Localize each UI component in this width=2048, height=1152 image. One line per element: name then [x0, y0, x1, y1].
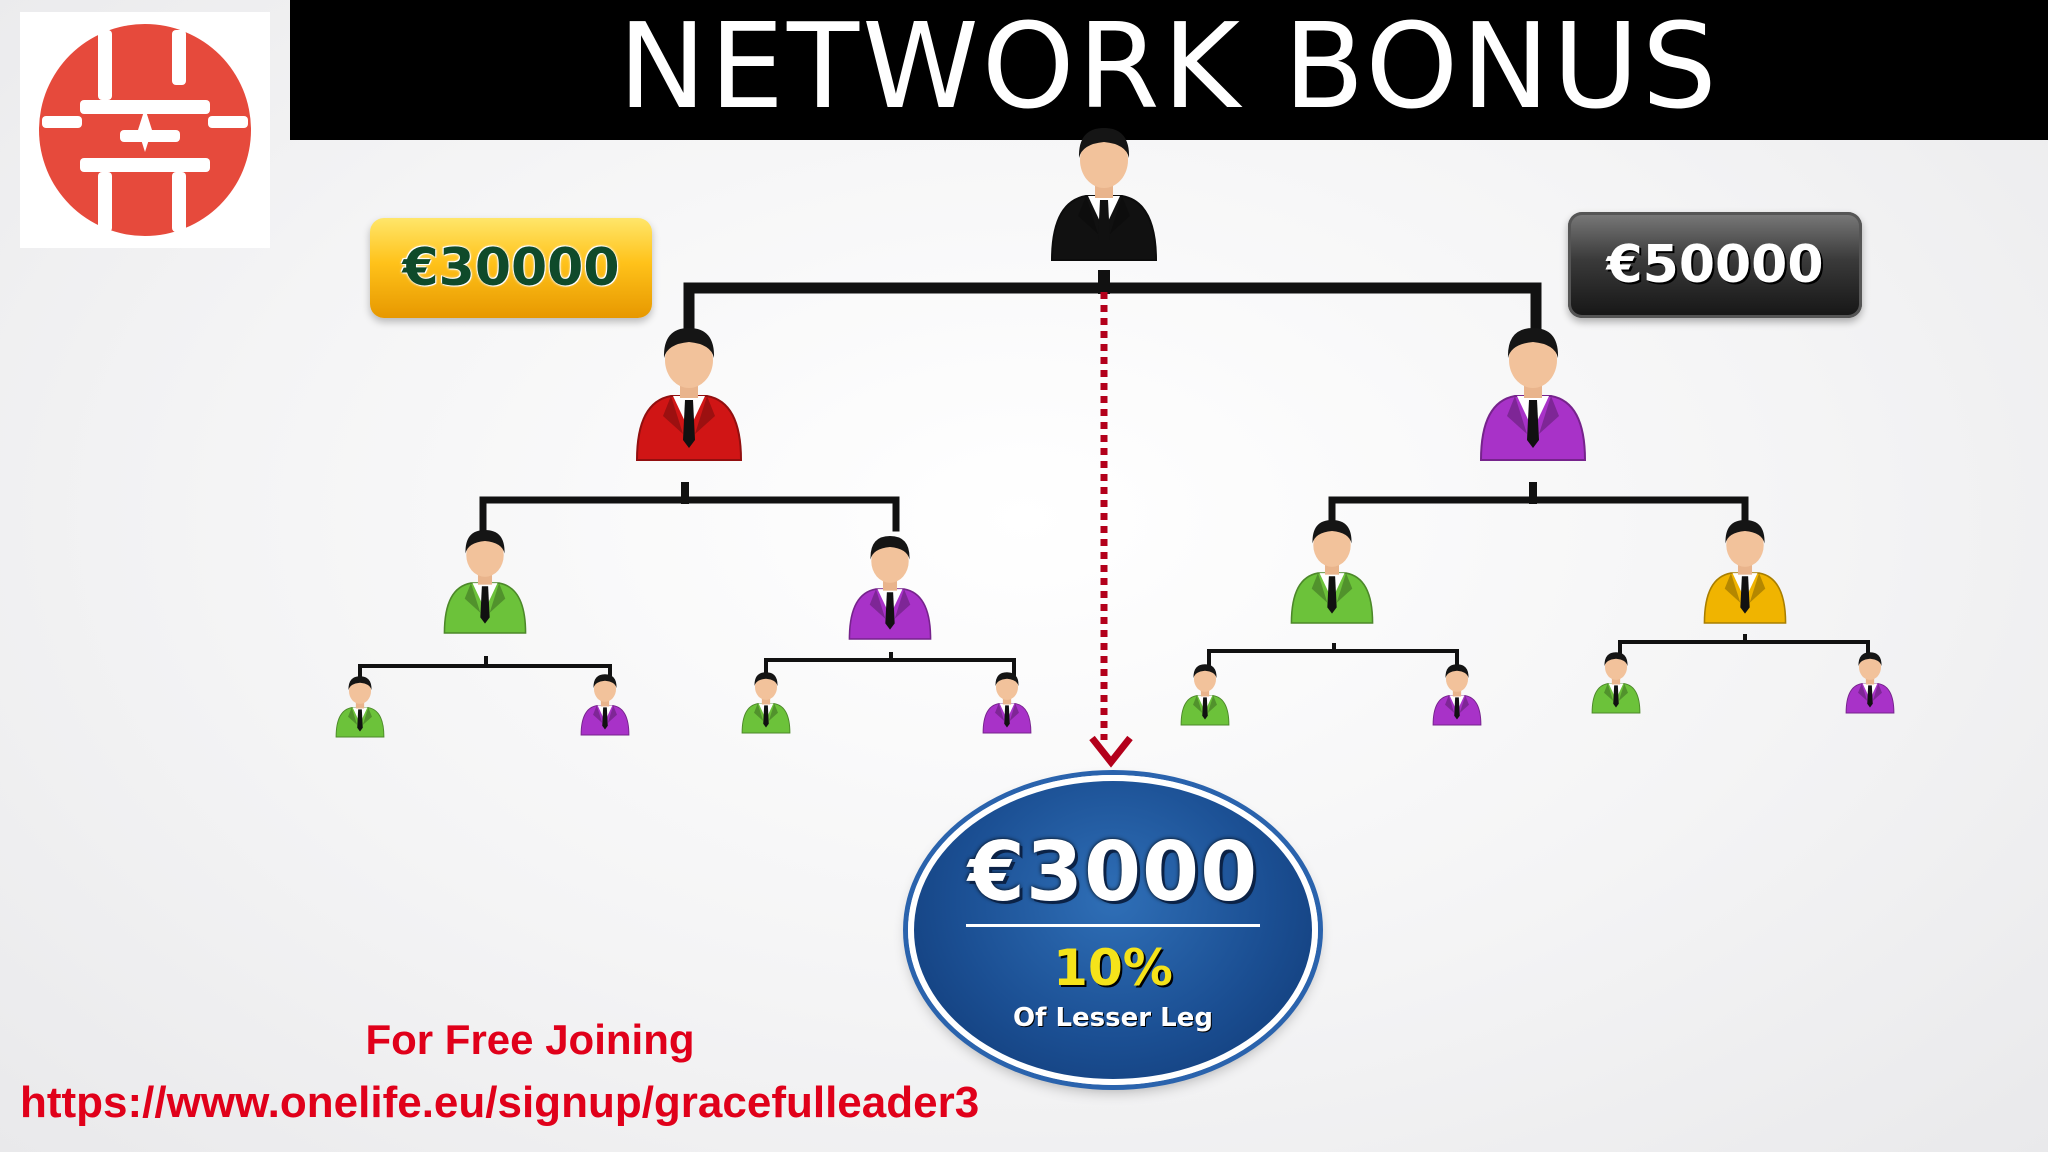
person-icon-l3-5	[1180, 664, 1230, 726]
person-icon-l3-3	[741, 672, 791, 734]
left-leg-volume-badge: €30000	[370, 218, 652, 318]
logo-panel	[20, 12, 270, 248]
bonus-amount: €3000	[967, 825, 1259, 920]
person-icon-l2-c	[1290, 520, 1374, 624]
onelife-logo-icon	[39, 24, 251, 236]
divider	[966, 924, 1260, 927]
person-icon-l3-2	[580, 674, 630, 736]
bonus-caption: Of Lesser Leg	[1013, 1003, 1213, 1033]
tree-connectors	[358, 270, 1870, 684]
bonus-percent: 10%	[1053, 939, 1173, 997]
person-icon-l3-1	[335, 676, 385, 738]
person-icon-l3-4	[982, 672, 1032, 734]
person-icon-top	[1050, 128, 1158, 261]
people-layer	[335, 128, 1895, 738]
person-icon-l1-right	[1479, 328, 1587, 461]
signup-link[interactable]: https://www.onelife.eu/signup/gracefulle…	[20, 1078, 980, 1127]
person-icon-l2-a	[443, 530, 527, 634]
person-icon-l1-left	[635, 328, 743, 461]
person-icon-l2-d	[1703, 520, 1787, 624]
person-icon-l3-7	[1591, 652, 1641, 714]
bonus-arrow	[1089, 292, 1133, 768]
right-leg-volume-badge: €50000	[1568, 212, 1862, 318]
title-bar: NETWORK BONUS	[290, 0, 2048, 140]
person-icon-l3-6	[1432, 664, 1482, 726]
bonus-result-badge: €3000 10% Of Lesser Leg	[908, 775, 1318, 1085]
person-icon-l3-8	[1845, 652, 1895, 714]
footer-heading: For Free Joining	[365, 1016, 695, 1063]
page-title: NETWORK BONUS	[618, 0, 1720, 135]
person-icon-l2-b	[848, 536, 932, 640]
